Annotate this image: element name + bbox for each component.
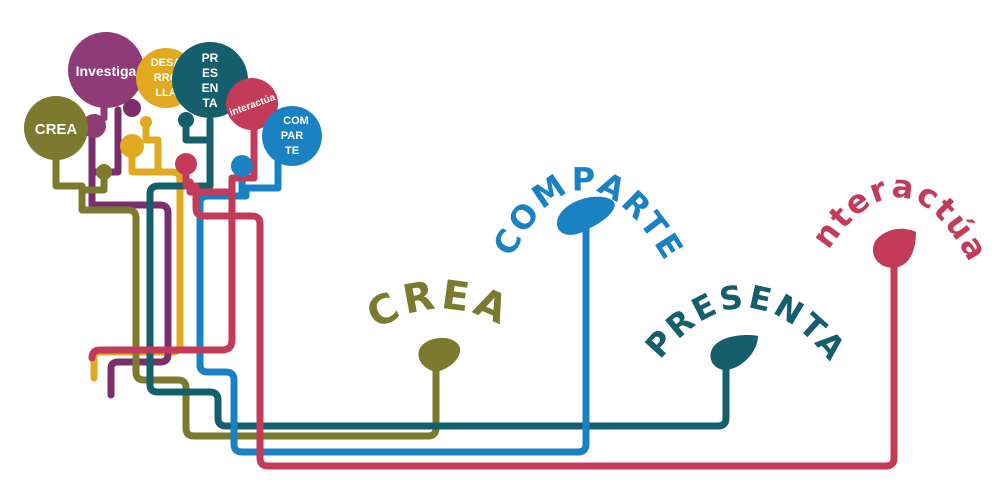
teal-dot <box>178 112 194 128</box>
crimson-branch <box>88 122 258 362</box>
tree-bubbles: CREA Investiga DESA RRO LLA PR ES EN TA … <box>24 32 322 166</box>
purple-dot <box>123 99 141 117</box>
bubble-desarrolla-line3: LLA <box>155 87 176 99</box>
crimson-dot <box>175 153 197 175</box>
bubble-comparte-line3: TE <box>285 145 299 157</box>
blue-branch <box>196 156 590 456</box>
crea-arc-label: CREA <box>360 272 518 338</box>
bubble-presenta-line3: EN <box>202 81 219 95</box>
bubble-presenta-line4: TA <box>202 96 217 110</box>
presenta-leaf <box>710 335 758 370</box>
bubble-desarrolla-line1: DESA <box>151 57 182 69</box>
crimson-main <box>182 162 898 470</box>
bubble-presenta-line2: ES <box>202 66 218 80</box>
bubble-comparte: COM PAR TE <box>262 106 322 166</box>
bubble-investiga-label: Investiga <box>76 63 137 79</box>
bubble-crea: CREA <box>24 96 88 160</box>
magenta-dot <box>82 114 106 138</box>
olive-branch <box>52 146 440 440</box>
sprout-leaves <box>418 196 916 372</box>
bubble-presenta-line1: PR <box>202 51 219 65</box>
interactua-leaf <box>872 228 916 268</box>
comparte-leaf <box>556 196 615 235</box>
gold-small-dot <box>140 116 152 128</box>
leaf-dots <box>82 99 253 180</box>
crea-arc-text: CREA <box>360 272 514 338</box>
gold-dot <box>120 134 144 158</box>
bubble-interactua: interactúa <box>226 78 278 130</box>
purple-branch <box>88 124 172 399</box>
teal-branch <box>146 116 730 430</box>
olive-dot <box>96 164 112 180</box>
branch-lines <box>52 86 898 470</box>
bubble-investiga: Investiga <box>68 32 144 108</box>
bubble-crea-label: CREA <box>35 121 78 138</box>
bubble-comparte-line2: PAR <box>281 130 303 142</box>
gold-twig <box>142 120 162 176</box>
crea-leaf <box>418 337 461 372</box>
blue-dot <box>231 155 253 177</box>
bubble-comparte-line1: COM <box>283 115 309 127</box>
